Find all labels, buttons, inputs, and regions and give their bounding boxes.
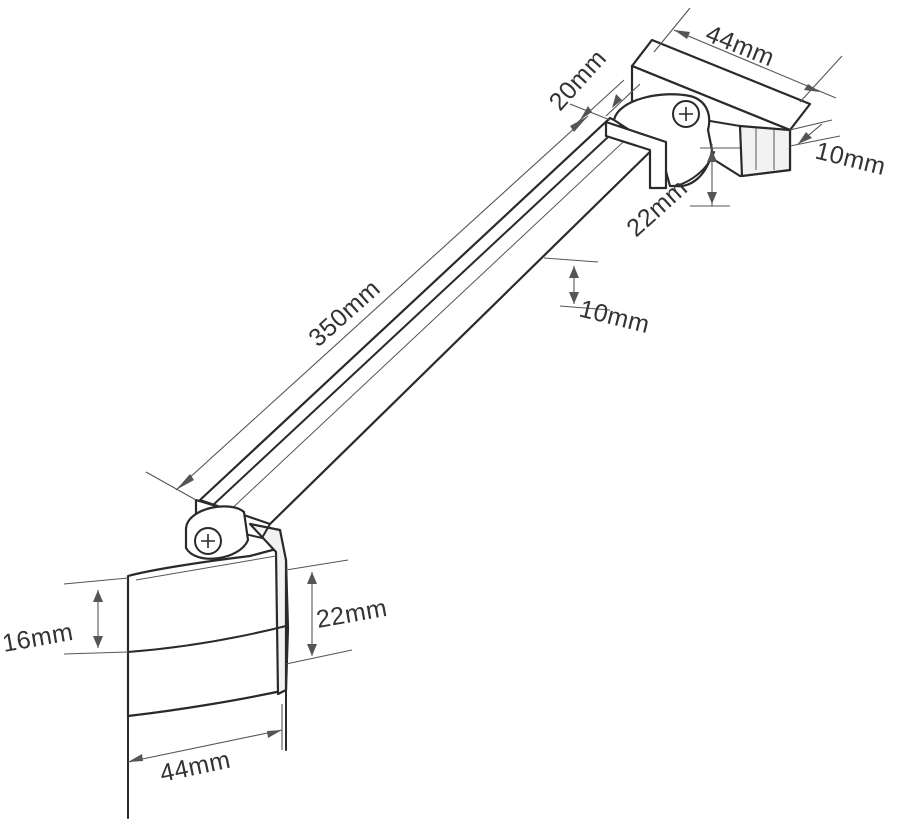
label-bottom-mount-width: 44mm xyxy=(157,746,233,788)
top-clamp xyxy=(604,93,715,190)
dimension-top-depth xyxy=(789,119,841,147)
dimension-arm-thickness xyxy=(543,257,611,311)
dimension-bottom-plate-height xyxy=(63,577,129,655)
support-arm-tube xyxy=(194,116,662,540)
dimension-bottom-mount-height xyxy=(285,559,353,665)
dimension-arm-width xyxy=(577,79,641,123)
bottom-wall-bracket xyxy=(126,522,290,819)
dimension-top-clamp-height xyxy=(690,144,740,207)
label-arm-thickness: 10mm xyxy=(577,295,653,339)
label-top-depth: 10mm xyxy=(813,137,889,181)
dimension-top-width xyxy=(653,7,843,103)
label-bottom-mount-height: 22mm xyxy=(314,594,389,634)
label-arm-width: 20mm xyxy=(544,44,613,116)
dimension-bottom-mount-width xyxy=(127,704,283,763)
label-bottom-plate-height: 16mm xyxy=(0,618,75,658)
bottom-pivot xyxy=(184,505,250,560)
